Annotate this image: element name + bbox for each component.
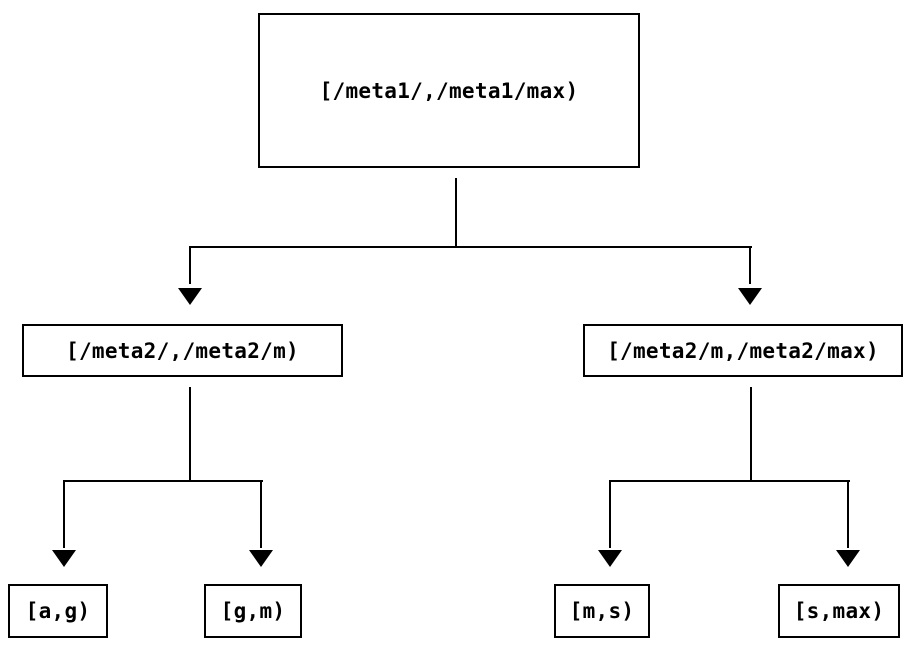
tree-leaf-m-s-label: [m,s) [569, 599, 635, 623]
connector-root-drop-right [749, 248, 751, 284]
connector-root-crossbar [189, 246, 752, 248]
connector-root-drop-left [189, 248, 191, 284]
tree-node-root-label: [/meta1/,/meta1/max) [319, 78, 579, 103]
tree-leaf-m-s: [m,s) [554, 584, 650, 638]
connector-root-stem [455, 178, 457, 248]
connector-right-drop-right [847, 482, 849, 548]
tree-node-level2-left-label: [/meta2/,/meta2/m) [66, 338, 299, 363]
connector-left-drop-right [260, 482, 262, 548]
arrow-down-icon [836, 550, 860, 567]
tree-leaf-a-g-label: [a,g) [25, 599, 91, 623]
arrow-down-icon [52, 550, 76, 567]
connector-right-drop-left [609, 482, 611, 548]
connector-left-crossbar [63, 480, 263, 482]
tree-node-level2-right-label: [/meta2/m,/meta2/max) [607, 338, 879, 363]
arrow-down-icon [178, 288, 202, 305]
tree-leaf-s-max-label: [s,max) [793, 599, 885, 623]
connector-left-drop-left [63, 482, 65, 548]
tree-node-level2-left: [/meta2/,/meta2/m) [22, 324, 343, 377]
connector-left-stem [189, 387, 191, 482]
tree-node-level2-right: [/meta2/m,/meta2/max) [583, 324, 903, 377]
tree-leaf-a-g: [a,g) [8, 584, 108, 638]
tree-leaf-g-m: [g,m) [204, 584, 302, 638]
connector-right-stem [750, 387, 752, 482]
arrow-down-icon [249, 550, 273, 567]
connector-right-crossbar [609, 480, 850, 482]
arrow-down-icon [738, 288, 762, 305]
tree-leaf-g-m-label: [g,m) [220, 599, 286, 623]
tree-node-root: [/meta1/,/meta1/max) [258, 13, 640, 168]
tree-leaf-s-max: [s,max) [778, 584, 900, 638]
arrow-down-icon [598, 550, 622, 567]
